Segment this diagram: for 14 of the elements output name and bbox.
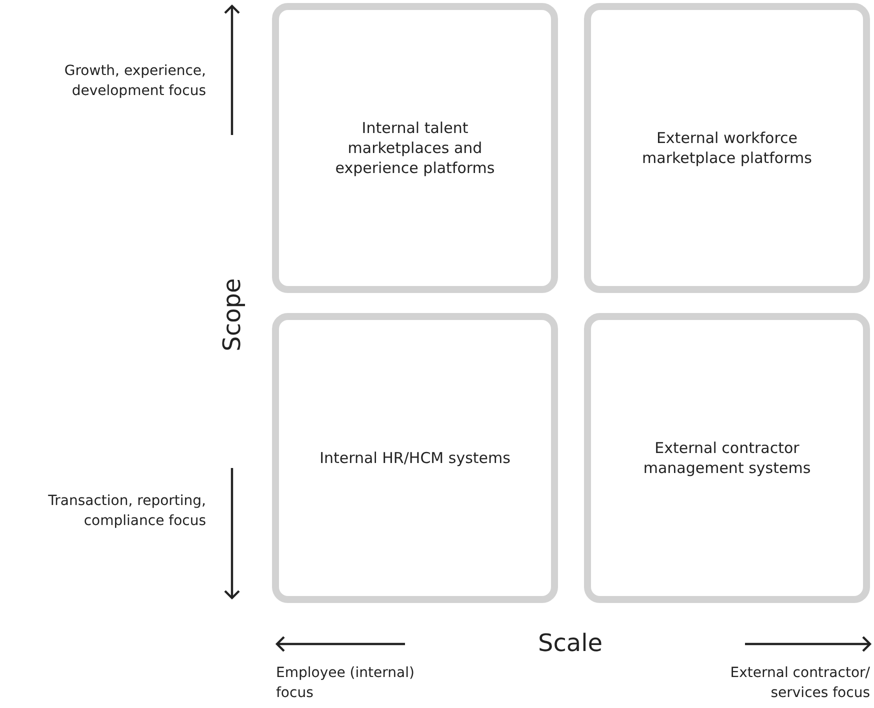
quadrant-box — [584, 313, 870, 603]
quadrant-label: External workforce marketplace platforms — [641, 128, 813, 168]
axis-title: Scale — [538, 628, 603, 659]
quadrant-box — [584, 3, 870, 293]
quadrant-box — [272, 3, 558, 293]
quadrant-label: External contractor management systems — [642, 438, 812, 478]
axis-note: Transaction, reporting, compliance focus — [47, 492, 206, 531]
axis-note: Growth, experience, development focus — [63, 62, 206, 101]
axis-note: Employee (internal) focus — [276, 664, 416, 703]
quadrant-box — [272, 313, 558, 603]
quadrant-label: Internal talent marketplaces and experience platforms — [334, 118, 496, 178]
axis-note: External contractor/ services focus — [729, 664, 870, 703]
axis-title: Scope — [216, 278, 247, 352]
quadrant-label: Internal HR/HCM systems — [320, 448, 510, 468]
